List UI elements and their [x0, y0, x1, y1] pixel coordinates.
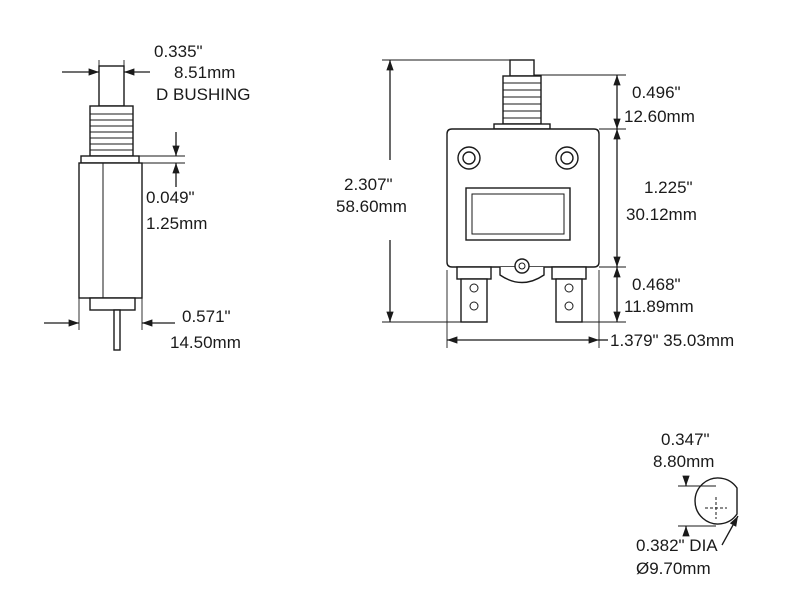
label-body-height-mm: 30.12mm: [626, 205, 697, 224]
front-screw-left: [457, 146, 481, 170]
side-button: [98, 65, 125, 107]
front-shoulder: [493, 123, 551, 130]
label-depth-in: 0.571": [182, 307, 231, 326]
label-bushing-type: D BUSHING: [156, 85, 250, 104]
hole-dia-leader: [721, 515, 739, 546]
label-overall-height-in: 2.307": [344, 175, 393, 194]
front-terminal-right: [551, 266, 587, 323]
label-width: 1.379" 35.03mm: [610, 331, 734, 350]
side-view: 0.335" 8.51mm D BUSHING 0.049" 1.25mm 0.…: [44, 42, 250, 352]
front-terminal-left: [456, 266, 492, 323]
label-shoulder-mm: 1.25mm: [146, 214, 207, 233]
label-hole-dia-in: 0.382" DIA: [636, 536, 718, 555]
label-overall-height-mm: 58.60mm: [336, 197, 407, 216]
mounting-hole-detail: 0.347" 8.80mm 0.382" DIA Ø9.70mm: [636, 430, 739, 578]
dim-hole-flat: [678, 475, 716, 537]
label-hole-dia-mm: Ø9.70mm: [636, 559, 711, 578]
label-terminal-height-in: 0.468": [632, 275, 681, 294]
front-center-lug: [499, 267, 545, 284]
front-view: 2.307" 58.60mm 0.496" 12.60mm 1.225" 30.…: [336, 59, 734, 350]
dim-bushing-width: [62, 60, 150, 80]
label-terminal-height-mm: 11.89mm: [624, 297, 694, 316]
label-body-height-in: 1.225": [644, 178, 693, 197]
label-bushing-width-in: 0.335": [154, 42, 203, 61]
label-bushing-width-mm: 8.51mm: [174, 63, 235, 82]
dim-width: [446, 270, 608, 348]
label-button-height-in: 0.496": [632, 83, 681, 102]
side-terminal-pin: [113, 309, 121, 351]
front-bushing-threads: [503, 82, 541, 119]
d-hole-outline: [694, 477, 738, 525]
front-label-window: [465, 187, 571, 241]
side-shoulder: [80, 155, 140, 164]
side-bushing-threads: [90, 113, 133, 151]
label-button-height-mm: 12.60mm: [624, 107, 695, 126]
front-screw-right: [555, 146, 579, 170]
label-shoulder-in: 0.049": [146, 188, 195, 207]
label-depth-mm: 14.50mm: [170, 333, 241, 352]
label-hole-flat-mm: 8.80mm: [653, 452, 714, 471]
side-base: [89, 297, 136, 311]
dim-overall-height: [382, 59, 510, 323]
label-hole-flat-in: 0.347": [661, 430, 710, 449]
front-button: [509, 59, 535, 77]
side-body: [78, 162, 143, 299]
dim-shoulder: [139, 132, 185, 187]
dim-right-stack: [534, 74, 626, 323]
dim-depth: [44, 298, 175, 330]
front-label-inner: [471, 193, 565, 235]
front-threaded-bushing: [502, 75, 542, 125]
